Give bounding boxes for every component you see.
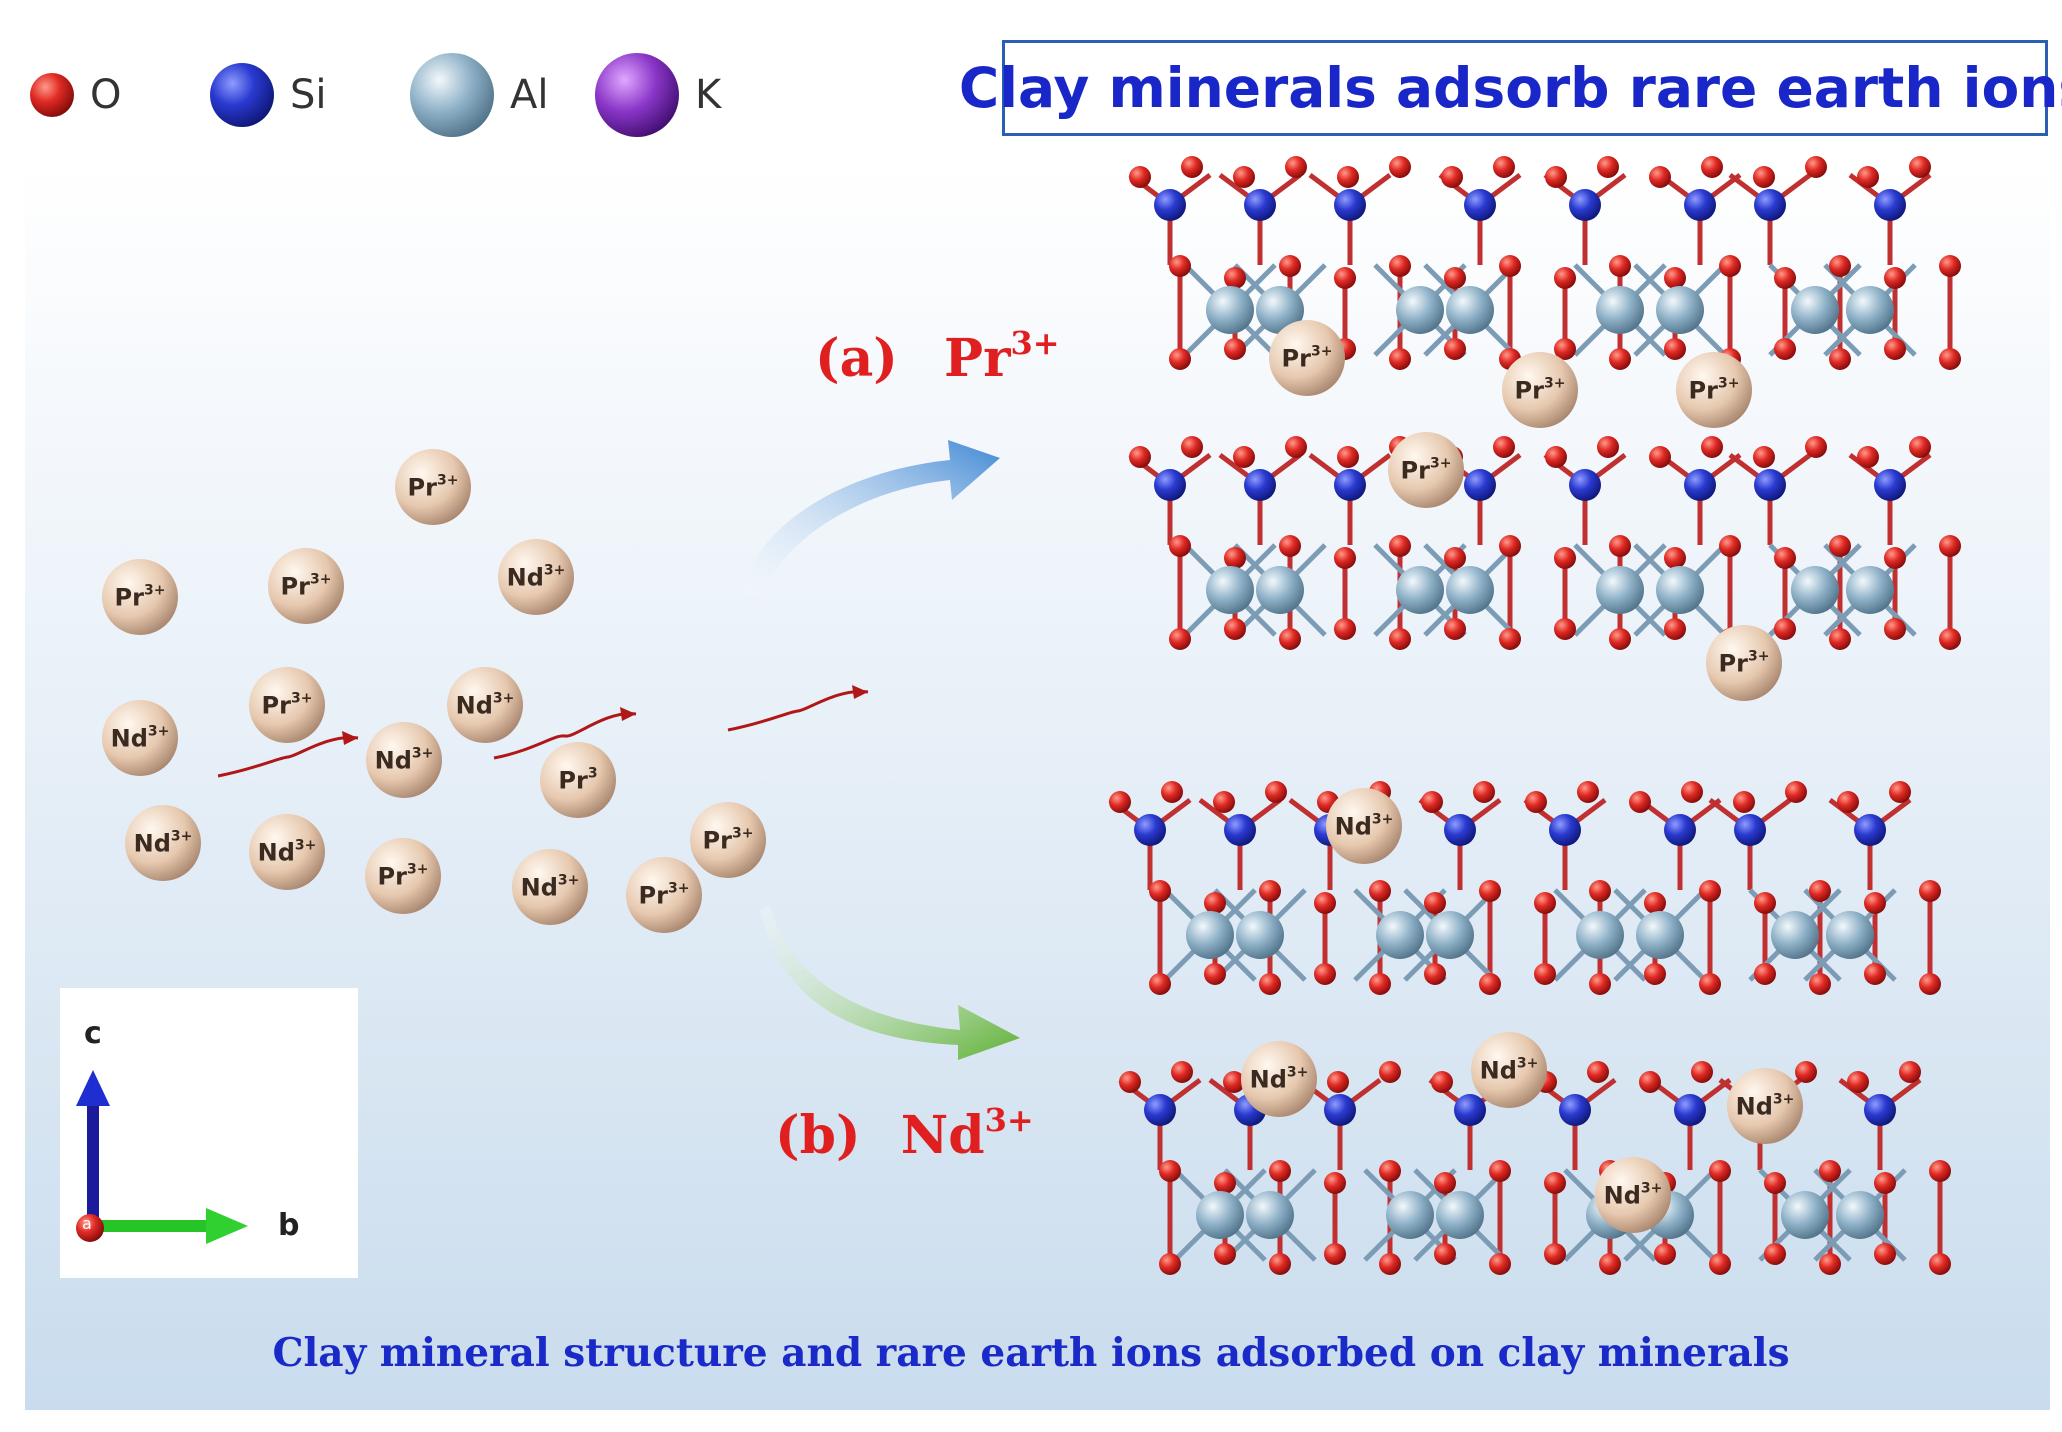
arrow-to-nd-icon <box>760 905 1020 1060</box>
adsorbed-nd-ion-5-label: Nd3+ <box>1604 1181 1663 1210</box>
axis-b-label: b <box>278 1208 300 1243</box>
free-ion-15-label: Pr3+ <box>703 826 754 855</box>
panel-a-letter: (a) <box>815 328 898 389</box>
adsorbed-pr-ion-4-label: Pr3+ <box>1401 456 1452 485</box>
adsorbed-nd-ion-2: Nd3+ <box>1241 1041 1317 1117</box>
free-ion-13-label: Nd3+ <box>521 873 580 902</box>
adsorbed-nd-ion-5: Nd3+ <box>1595 1157 1671 1233</box>
free-ion-13: Nd3+ <box>512 849 588 925</box>
legend-label-k: K <box>695 72 722 118</box>
free-ion-14-label: Pr3+ <box>639 881 690 910</box>
axis-c-label: c <box>84 1016 102 1051</box>
adsorbed-nd-ion-1: Nd3+ <box>1326 788 1402 864</box>
free-ion-2-label: Pr3+ <box>115 583 166 612</box>
red-arrow-3-icon <box>727 685 869 732</box>
free-ion-12: Pr3+ <box>365 838 441 914</box>
panel-b-letter: (b) <box>775 1105 861 1166</box>
free-ion-8-label: Nd3+ <box>375 746 434 775</box>
free-ion-12-label: Pr3+ <box>378 862 429 891</box>
axis-origin-label: a <box>82 1214 92 1233</box>
panel-b-ion: Nd <box>900 1105 985 1166</box>
panel-a-ion: Pr <box>944 328 1011 389</box>
legend-item-k: K <box>593 40 721 150</box>
clay-layer-2 <box>1128 436 1961 650</box>
free-ions-group: Pr3+Pr3+Pr3+Nd3+Nd3+Pr3+Nd3+Nd3+Pr3Nd3+N… <box>102 449 766 933</box>
adsorbed-nd-ion-3: Nd3+ <box>1471 1032 1547 1108</box>
adsorbed-pr-ion-3: Pr3+ <box>1676 352 1752 428</box>
legend-item-si: Si <box>208 40 327 150</box>
adsorbed-pr-ion-4: Pr3+ <box>1388 432 1464 508</box>
legend-atom-si-icon <box>210 63 274 127</box>
legend-label-o: O <box>90 72 122 118</box>
legend-item-al: Al <box>408 40 548 150</box>
clay-layers: Pr3+ Pr3+ Pr3+ Pr3+ Pr3+ Nd3+ Nd3+ Nd3+ Nd3+ Nd3+ <box>1108 156 1961 1275</box>
free-ion-6-label: Pr3+ <box>262 691 313 720</box>
diagram-title: Clay minerals adsorb rare earth ions <box>958 56 2062 120</box>
panel-label-b: (b) Nd3+ <box>775 1101 1034 1166</box>
adsorbed-pr-ion-1: Pr3+ <box>1269 320 1345 396</box>
free-ion-10-label: Nd3+ <box>134 829 193 858</box>
free-ion-11: Nd3+ <box>249 814 325 890</box>
adsorbed-pr-ion-2-label: Pr3+ <box>1515 376 1566 405</box>
free-ion-7: Nd3+ <box>447 667 523 743</box>
adsorbed-pr-ion-3-label: Pr3+ <box>1689 376 1740 405</box>
free-ion-1: Pr3+ <box>395 449 471 525</box>
clay-layer-1 <box>1128 156 1961 370</box>
adsorbed-nd-ion-3-label: Nd3+ <box>1480 1056 1539 1085</box>
adsorbed-nd-ion-4-label: Nd3+ <box>1736 1092 1795 1121</box>
axes-indicator: c b a <box>60 988 358 1278</box>
free-ion-9-label: Pr3 <box>558 766 597 795</box>
free-ion-6: Pr3+ <box>249 667 325 743</box>
title-box: Clay minerals adsorb rare earth ions <box>959 40 2062 136</box>
free-ion-9: Pr3 <box>540 742 616 818</box>
legend-atom-o-icon <box>30 73 74 117</box>
free-ion-7-label: Nd3+ <box>456 691 515 720</box>
adsorbed-nd-ion-1-label: Nd3+ <box>1335 812 1394 841</box>
arrow-to-pr-icon <box>742 440 1000 600</box>
adsorbed-pr-ion-2: Pr3+ <box>1502 352 1578 428</box>
free-ion-2: Pr3+ <box>102 559 178 635</box>
adsorbed-pr-ion-5-label: Pr3+ <box>1719 649 1770 678</box>
free-ion-3-label: Pr3+ <box>281 572 332 601</box>
legend-label-si: Si <box>290 72 327 118</box>
adsorbed-nd-ion-4: Nd3+ <box>1727 1068 1803 1144</box>
free-ion-5: Nd3+ <box>102 700 178 776</box>
free-ion-4-label: Nd3+ <box>507 563 566 592</box>
free-ion-11-label: Nd3+ <box>258 838 317 867</box>
free-ion-3: Pr3+ <box>268 548 344 624</box>
adsorbed-pr-ion-1-label: Pr3+ <box>1282 344 1333 373</box>
adsorbed-pr-ion-5: Pr3+ <box>1706 625 1782 701</box>
adsorbed-ions: Pr3+ Pr3+ Pr3+ Pr3+ Pr3+ Nd3+ Nd3+ Nd3+ Nd3+ Nd3+ <box>1241 320 1803 1233</box>
free-ion-4: Nd3+ <box>498 539 574 615</box>
legend-label-al: Al <box>510 72 549 118</box>
legend-atom-al-icon <box>410 53 494 137</box>
legend-atom-k-icon <box>595 53 679 137</box>
free-ion-1-label: Pr3+ <box>408 473 459 502</box>
free-ion-15: Pr3+ <box>690 802 766 878</box>
free-ion-8: Nd3+ <box>366 722 442 798</box>
free-ion-14: Pr3+ <box>626 857 702 933</box>
red-arrow-2-icon <box>493 707 637 760</box>
clay-layer-3 <box>1108 781 1941 995</box>
free-ion-10: Nd3+ <box>125 805 201 881</box>
free-ion-5-label: Nd3+ <box>111 724 170 753</box>
panel-a-charge: 3+ <box>1010 324 1060 362</box>
legend-item-o: O <box>28 40 121 150</box>
panel-label-a: (a) Pr3+ <box>815 324 1060 389</box>
panel-b-charge: 3+ <box>984 1101 1034 1139</box>
red-arrow-1-icon <box>217 731 359 778</box>
adsorbed-nd-ion-2-label: Nd3+ <box>1250 1065 1309 1094</box>
figure-caption: Clay mineral structure and rare earth io… <box>272 1330 1790 1376</box>
arrows-group <box>217 440 1020 1060</box>
